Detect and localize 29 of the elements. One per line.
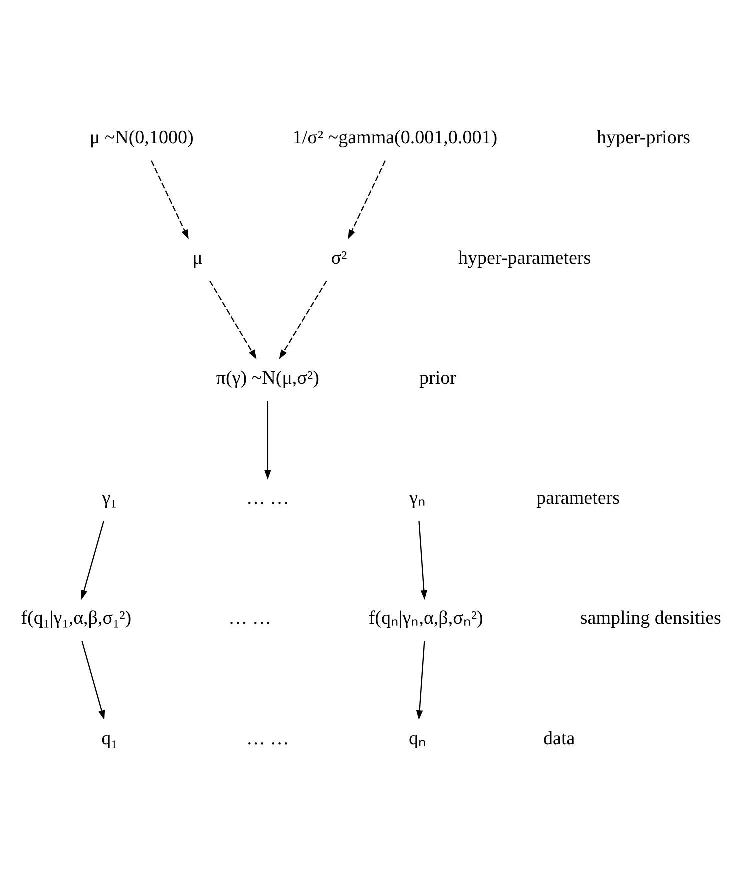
node-text: 1/σ² ~gamma(0.001,0.001)	[292, 127, 498, 148]
arrow	[209, 280, 257, 360]
label: hyper-parameters	[458, 247, 592, 268]
arrow	[82, 640, 106, 720]
node-text: f(qₙ|γₙ,α,β,σₙ²)	[368, 608, 484, 629]
arrow	[416, 640, 426, 720]
node-text: μ	[192, 247, 203, 268]
label: sampling densities	[580, 608, 722, 629]
node-text: μ ~N(0,1000)	[90, 127, 194, 148]
node-text: γ₁	[102, 488, 118, 509]
node-text: σ²	[331, 247, 348, 268]
node-text: qₙ	[409, 728, 427, 749]
arrow	[81, 520, 104, 600]
arrow	[279, 280, 328, 359]
node-text: γₙ	[410, 488, 426, 509]
label: … …	[246, 728, 290, 749]
label: … …	[228, 608, 272, 629]
arrow	[348, 160, 386, 239]
arrow	[151, 160, 189, 239]
arrow	[264, 400, 272, 480]
label: data	[544, 728, 576, 749]
label: prior	[420, 367, 456, 388]
label: parameters	[536, 488, 620, 509]
node-text: f(q₁|γ₁,α,β,σ₁²)	[21, 608, 132, 629]
node-text: … …	[246, 488, 290, 509]
label: hyper-priors	[596, 127, 691, 148]
node-text: π(γ) ~N(μ,σ²)	[216, 367, 320, 388]
arrow	[418, 520, 428, 600]
node-text: q₁	[102, 728, 118, 749]
